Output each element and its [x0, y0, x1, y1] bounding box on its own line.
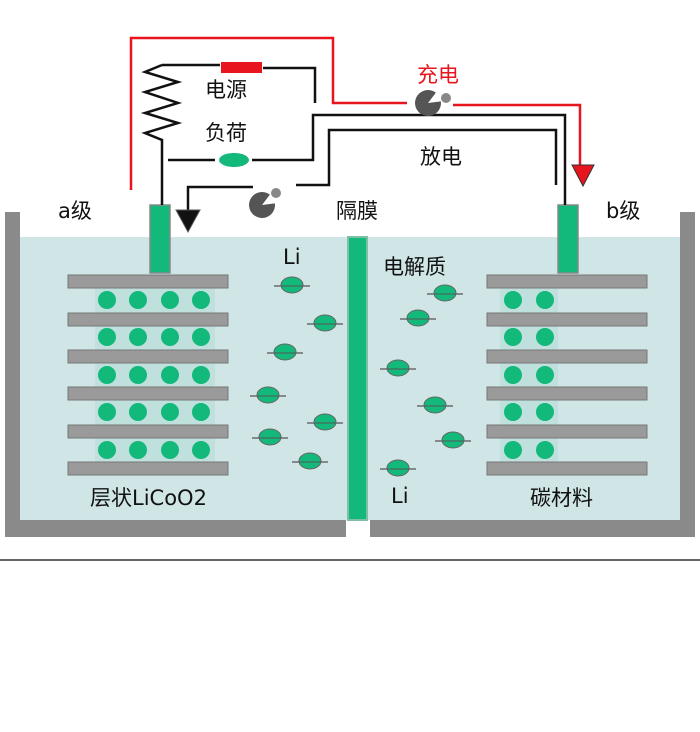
lithium-atom: [129, 403, 147, 421]
lithium-ions: [250, 276, 471, 477]
lithium-atom: [161, 366, 179, 384]
lithium-ion: [252, 428, 288, 446]
lithium-atom: [504, 366, 522, 384]
charge-wire: [129, 36, 407, 190]
resistor-wire: [140, 63, 183, 205]
load-label: 负荷: [205, 121, 247, 145]
lithium-atom: [129, 366, 147, 384]
separator-membrane: [347, 236, 368, 521]
lithium-atom: [98, 403, 116, 421]
lithium-ion: [427, 284, 463, 302]
lithium-atom: [98, 328, 116, 346]
electrode-plates: [67, 274, 648, 476]
lithium-atom: [504, 291, 522, 309]
electrode-a-post: [149, 204, 171, 274]
lithium-atom: [129, 328, 147, 346]
electrolyte-label: 电解质: [383, 255, 446, 279]
lithium-ion: [435, 431, 471, 449]
lithium-ion: [267, 343, 303, 361]
cathode-plate: [67, 461, 229, 476]
lithium-ion: [292, 452, 328, 470]
electrode-a-label: a级: [58, 199, 92, 223]
lithium-atom: [536, 366, 554, 384]
lithium-atom: [536, 441, 554, 459]
lithium-atom: [129, 441, 147, 459]
anode-plate: [486, 349, 648, 364]
lithium-atom: [192, 366, 210, 384]
lithium-ion: [400, 309, 436, 327]
anode-label: 碳材料: [530, 486, 593, 510]
anode-plate: [486, 386, 648, 401]
lithium-atom: [129, 291, 147, 309]
load-icon: [219, 153, 249, 167]
anode-plate: [486, 274, 648, 289]
charge-arrow-icon: [571, 164, 595, 188]
lithium-atom: [161, 403, 179, 421]
cathode-plate: [67, 349, 229, 364]
lithium-atom: [192, 328, 210, 346]
separator-label: 隔膜: [336, 199, 378, 223]
discharge-label: 放电: [420, 145, 462, 169]
lithium-ion: [380, 459, 416, 477]
cathode-label: 层状LiCoO2: [90, 486, 207, 510]
electron-icon: [415, 90, 451, 116]
lithium-ion: [417, 396, 453, 414]
lithium-atom: [98, 291, 116, 309]
lithium-atom: [192, 403, 210, 421]
lithium-atom: [504, 403, 522, 421]
lithium-ion: [380, 359, 416, 377]
power-source-icon: [221, 62, 262, 73]
lithium-ion: [307, 314, 343, 332]
charge-label: 充电: [417, 63, 459, 87]
lithium-atom: [192, 441, 210, 459]
cathode-plate: [67, 312, 229, 327]
lithium-atom: [161, 291, 179, 309]
anode-plate: [486, 461, 648, 476]
lithium-atom: [192, 291, 210, 309]
cathode-plate: [67, 274, 229, 289]
discharge-arrow-icon: [175, 209, 201, 234]
lithium-atom: [536, 328, 554, 346]
anode-plate: [486, 424, 648, 439]
lithium-atom: [536, 403, 554, 421]
lithium-atom: [504, 441, 522, 459]
lithium-ion: [274, 276, 310, 294]
anode-plate: [486, 312, 648, 327]
lithium-ion: [307, 413, 343, 431]
electrode-b-label: b级: [606, 199, 640, 223]
lithium-atom: [504, 328, 522, 346]
lithium-ion: [250, 386, 286, 404]
lithium-atom: [161, 441, 179, 459]
li-label-top: Li: [283, 245, 301, 269]
electrode-b-post: [557, 204, 579, 274]
discharge-wire: [252, 113, 567, 205]
lithium-atom: [161, 328, 179, 346]
power-label: 电源: [205, 78, 247, 102]
cathode-plate: [67, 386, 229, 401]
cathode-plate: [67, 424, 229, 439]
lithium-atom: [98, 366, 116, 384]
lithium-atom: [536, 291, 554, 309]
lithium-atom: [98, 441, 116, 459]
li-label-bottom: Li: [391, 484, 409, 508]
electron-icon: [249, 188, 281, 218]
